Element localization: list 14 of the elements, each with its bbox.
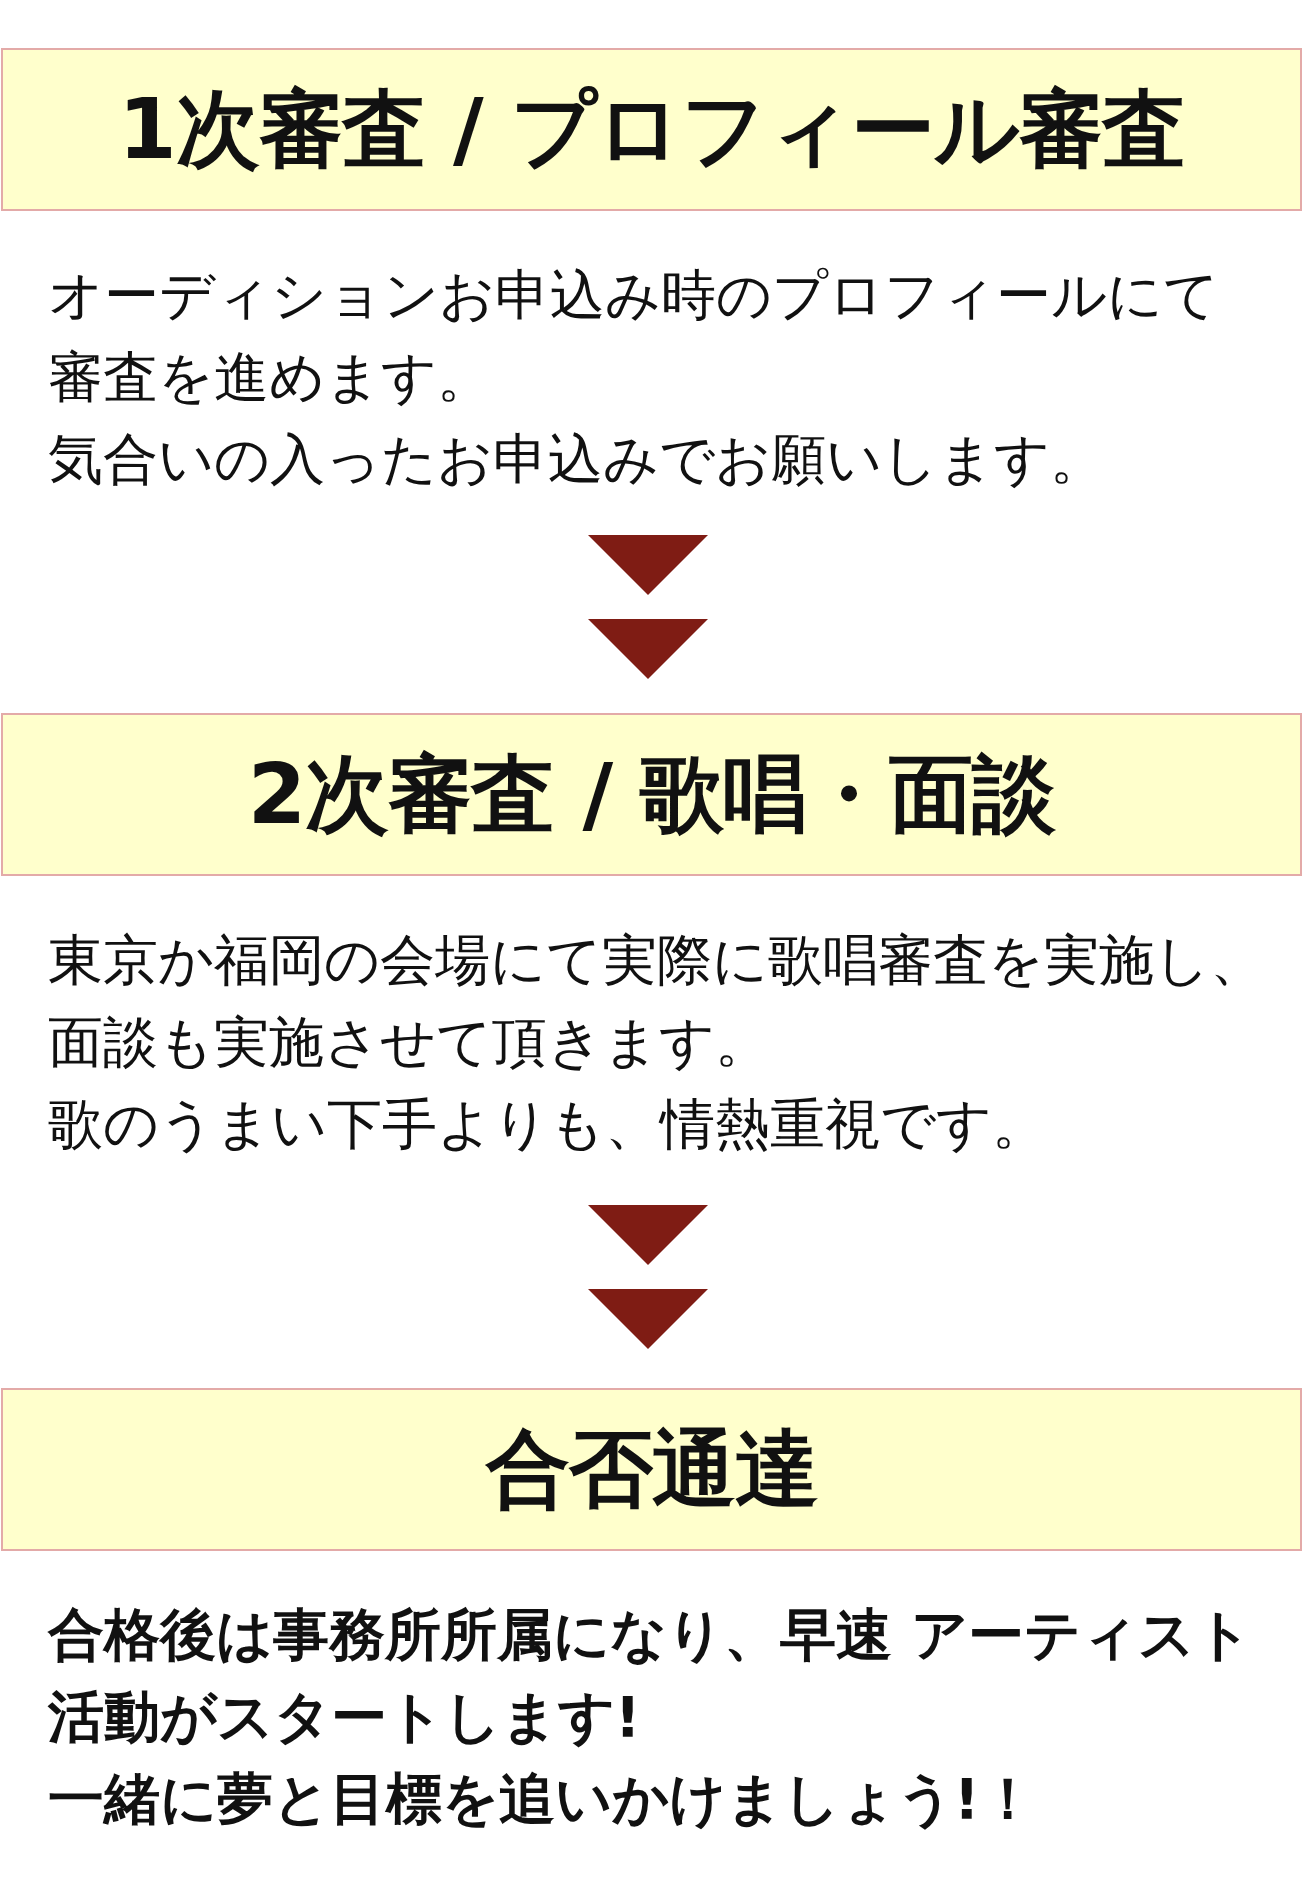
step-title: 2次審査 / 歌唱・面談 <box>247 743 1056 845</box>
description-text: 合格後は事務所所属になり、早速 アーティスト活動がスタートします! <box>48 1601 1254 1751</box>
description-text: オーディションお申込み時のプロフィールにて審査を進めます。 <box>48 262 1220 411</box>
step-banner <box>1 48 1302 211</box>
chevron-arrow <box>588 535 708 679</box>
description-text: 東京か福岡の会場にて実際に歌唱審査を実施し、面談も実施させて頂きます。 <box>48 927 1266 1076</box>
description-text: 歌のうまい下手よりも、情熱重視です。 <box>48 1091 1048 1158</box>
step-banner <box>1 1388 1302 1551</box>
description-text: 気合いの入ったお申込みでお願いします。 <box>48 426 1106 493</box>
description-text: 一緒に夢と目標を追いかけましょう!！ <box>48 1765 1037 1833</box>
step-title: 合否通達 <box>485 1418 818 1520</box>
step-banner <box>1 713 1302 876</box>
chevron-arrow <box>588 1205 708 1349</box>
step-title: 1次審査 / プロフィール審査 <box>118 78 1185 180</box>
